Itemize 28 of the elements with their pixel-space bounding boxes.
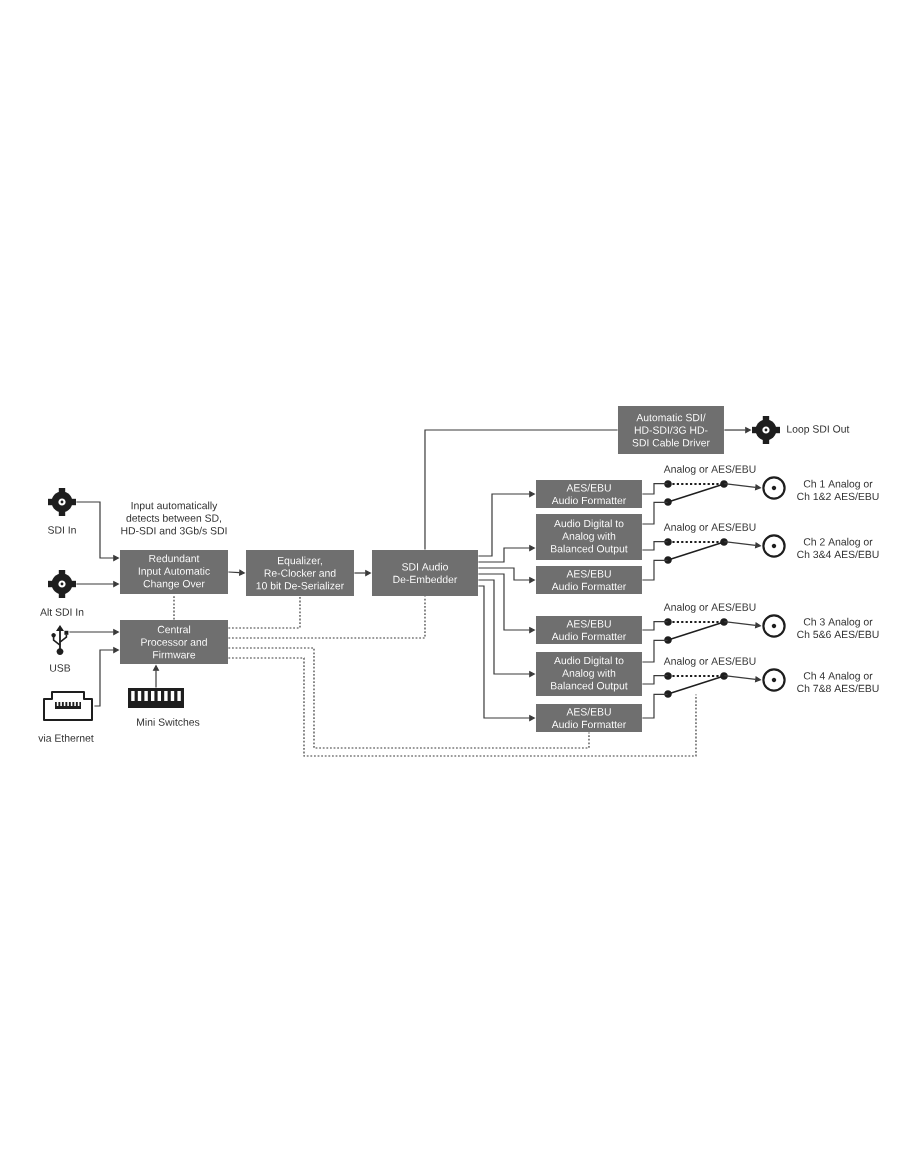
connector-line [424,429,619,551]
connector-icon [762,614,786,638]
connector-line [641,483,669,495]
connector-icon [752,416,780,444]
connector-line [641,501,669,525]
switch-symbol [664,618,728,644]
connector-line [641,559,669,581]
switch-symbol [664,538,728,564]
ethernet-port-icon [43,691,93,721]
usb-icon [51,625,69,655]
dotted-line [227,595,426,639]
connector-line [641,621,669,631]
dotted-line [227,657,697,757]
switch-symbol [664,480,728,506]
connector-icon [762,668,786,692]
dip-switch-icon [128,688,184,708]
dotted-line [227,647,590,749]
connector-icon [762,476,786,500]
switch-symbol [664,672,728,698]
connector-line [641,675,669,685]
dotted-line [227,595,301,629]
connector-icon [48,570,76,598]
dotted-line [173,593,175,621]
connector-line [641,693,669,719]
connector-icon [762,534,786,558]
connector-icon [48,488,76,516]
connector-line [641,541,669,551]
connector-line [641,639,669,663]
